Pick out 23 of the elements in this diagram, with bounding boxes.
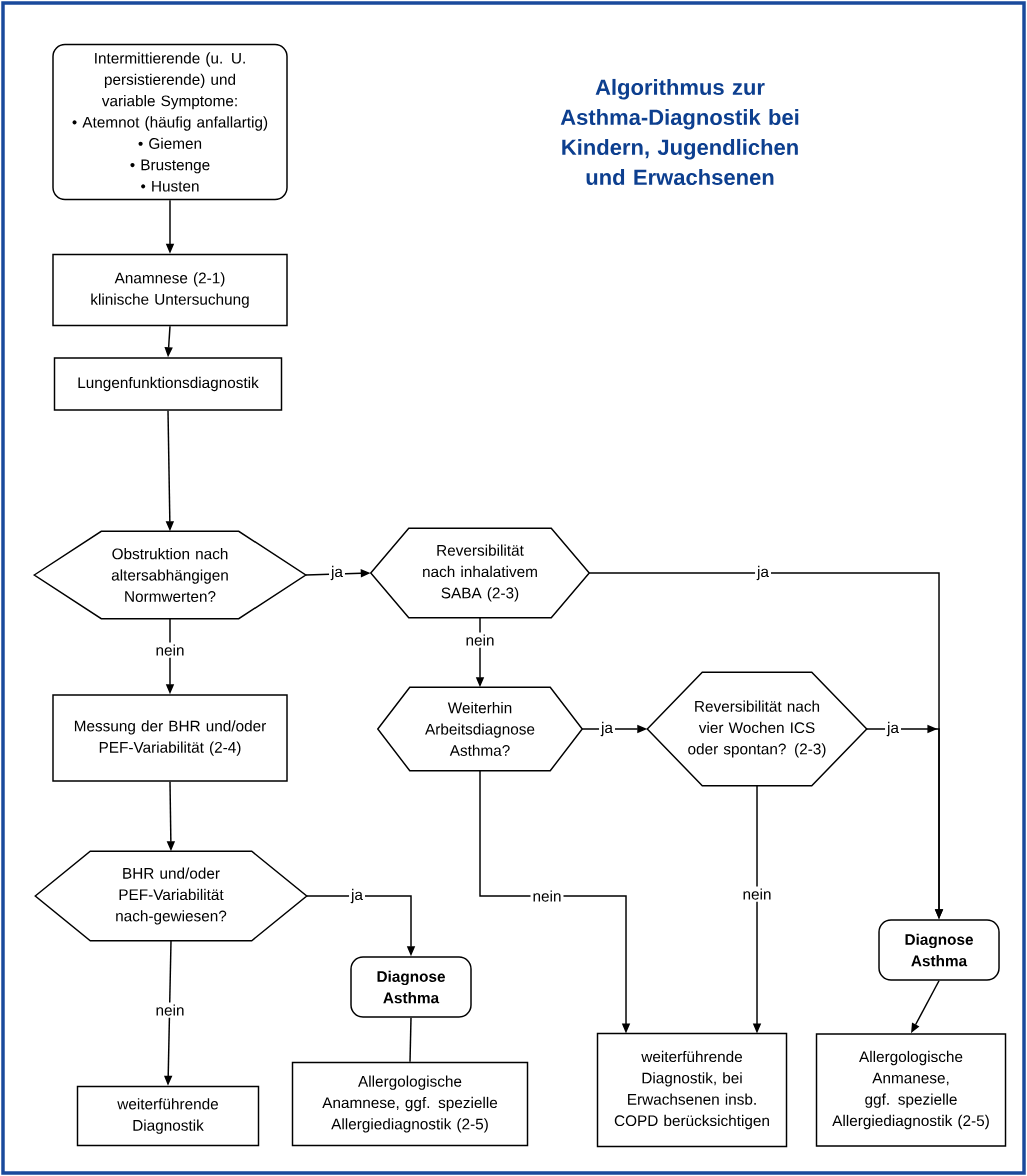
process-box: weiterführende Diagnostik [76, 1085, 260, 1147]
result-box: Diagnose Asthma [878, 919, 1000, 981]
process-box: weiterführende Diagnostik, bei Erwachsenen insb. COPD berücksichtigen [596, 1032, 788, 1148]
decision-hexagon: Reversibilität nach vier Wochen ICS oder spontan? (2-3) [646, 671, 868, 787]
rounded-box: Intermittierende (u. U. persistierende) und variable Symptome: • Atemnot (häufig anfallartig) • Giemen • Brustenge • Husten [52, 43, 288, 201]
edge-label: nein [153, 642, 187, 658]
title: Algorithmus zur Asthma-Diagnostik bei Kindern, Jugendlichen und Erwachsenen [560, 78, 799, 186]
process-box: Allergologische Anamnese, ggf. spezielle Allergiediagnostik (2-5) [291, 1061, 529, 1147]
process-box: Messung der BHR und/oder PEF-Variabilität (2-4) [52, 694, 288, 782]
edge-label: ja [599, 719, 615, 739]
decision-hexagon: BHR und/oder PEF-Variabilität nach-gewiesen? [34, 850, 308, 942]
process-box: Lungenfunktionsdiagnostik [53, 357, 283, 411]
edge-label: nein [530, 888, 564, 904]
edge-label: nein [740, 886, 774, 902]
edge-label: nein [463, 632, 497, 648]
edge-label: ja [329, 563, 345, 583]
process-box: Allergologische Anmanese, ggf. spezielle Allergiediagnostik (2-5) [815, 1033, 1007, 1147]
edge-label: ja [885, 719, 901, 739]
edge-label: nein [153, 1002, 187, 1018]
edge-label: ja [349, 886, 365, 906]
result-box: Diagnose Asthma [350, 956, 472, 1018]
edge-label: ja [755, 563, 771, 583]
process-box: Anamnese (2-1) klinische Untersuchung [52, 253, 288, 327]
